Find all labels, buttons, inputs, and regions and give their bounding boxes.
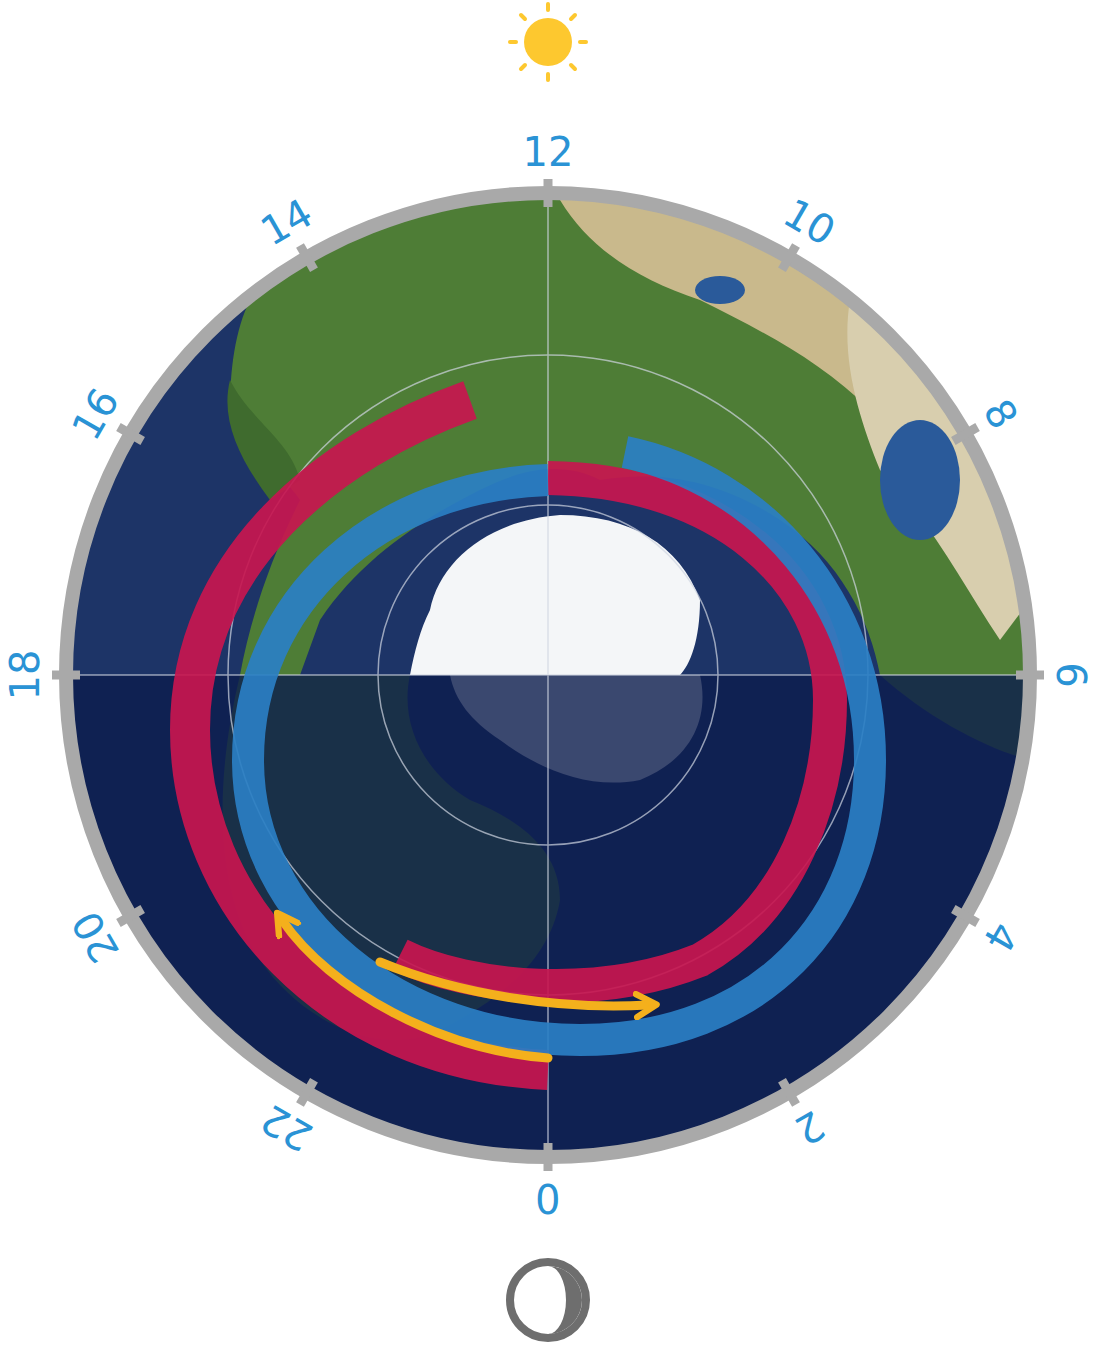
hour-label: 10 bbox=[777, 192, 841, 252]
hour-tick bbox=[300, 245, 314, 269]
hour-tick bbox=[52, 671, 80, 680]
hour-tick bbox=[782, 1080, 796, 1104]
hour-label: 12 bbox=[523, 132, 574, 172]
hour-label: 20 bbox=[65, 904, 125, 968]
grid-lines bbox=[72, 199, 1024, 1151]
hour-label: 0 bbox=[535, 1178, 560, 1218]
hour-tick bbox=[118, 427, 142, 441]
auroral-ovals bbox=[190, 400, 870, 1070]
hour-tick bbox=[544, 1143, 553, 1171]
hour-label: 4 bbox=[977, 915, 1024, 957]
hour-ticks bbox=[52, 179, 1044, 1171]
hour-label: 8 bbox=[977, 392, 1024, 434]
hour-tick bbox=[300, 1080, 314, 1104]
hour-tick bbox=[118, 909, 142, 923]
moon-symbol bbox=[510, 1262, 586, 1338]
sun-symbol bbox=[510, 4, 586, 80]
hour-tick bbox=[782, 245, 796, 269]
hour-label: 2 bbox=[788, 1104, 830, 1151]
globe-map bbox=[60, 190, 1040, 1175]
clock-rim bbox=[66, 193, 1030, 1157]
hour-label: 14 bbox=[254, 192, 318, 252]
hour-tick bbox=[1016, 671, 1044, 680]
hour-label: 18 bbox=[5, 650, 45, 701]
hour-tick bbox=[953, 909, 977, 923]
hour-label: 6 bbox=[1051, 662, 1091, 687]
hour-label: 16 bbox=[65, 381, 125, 445]
hour-tick bbox=[544, 179, 553, 207]
hour-tick bbox=[953, 427, 977, 441]
hour-label: 22 bbox=[254, 1098, 318, 1158]
drift-arrows bbox=[282, 920, 648, 1058]
